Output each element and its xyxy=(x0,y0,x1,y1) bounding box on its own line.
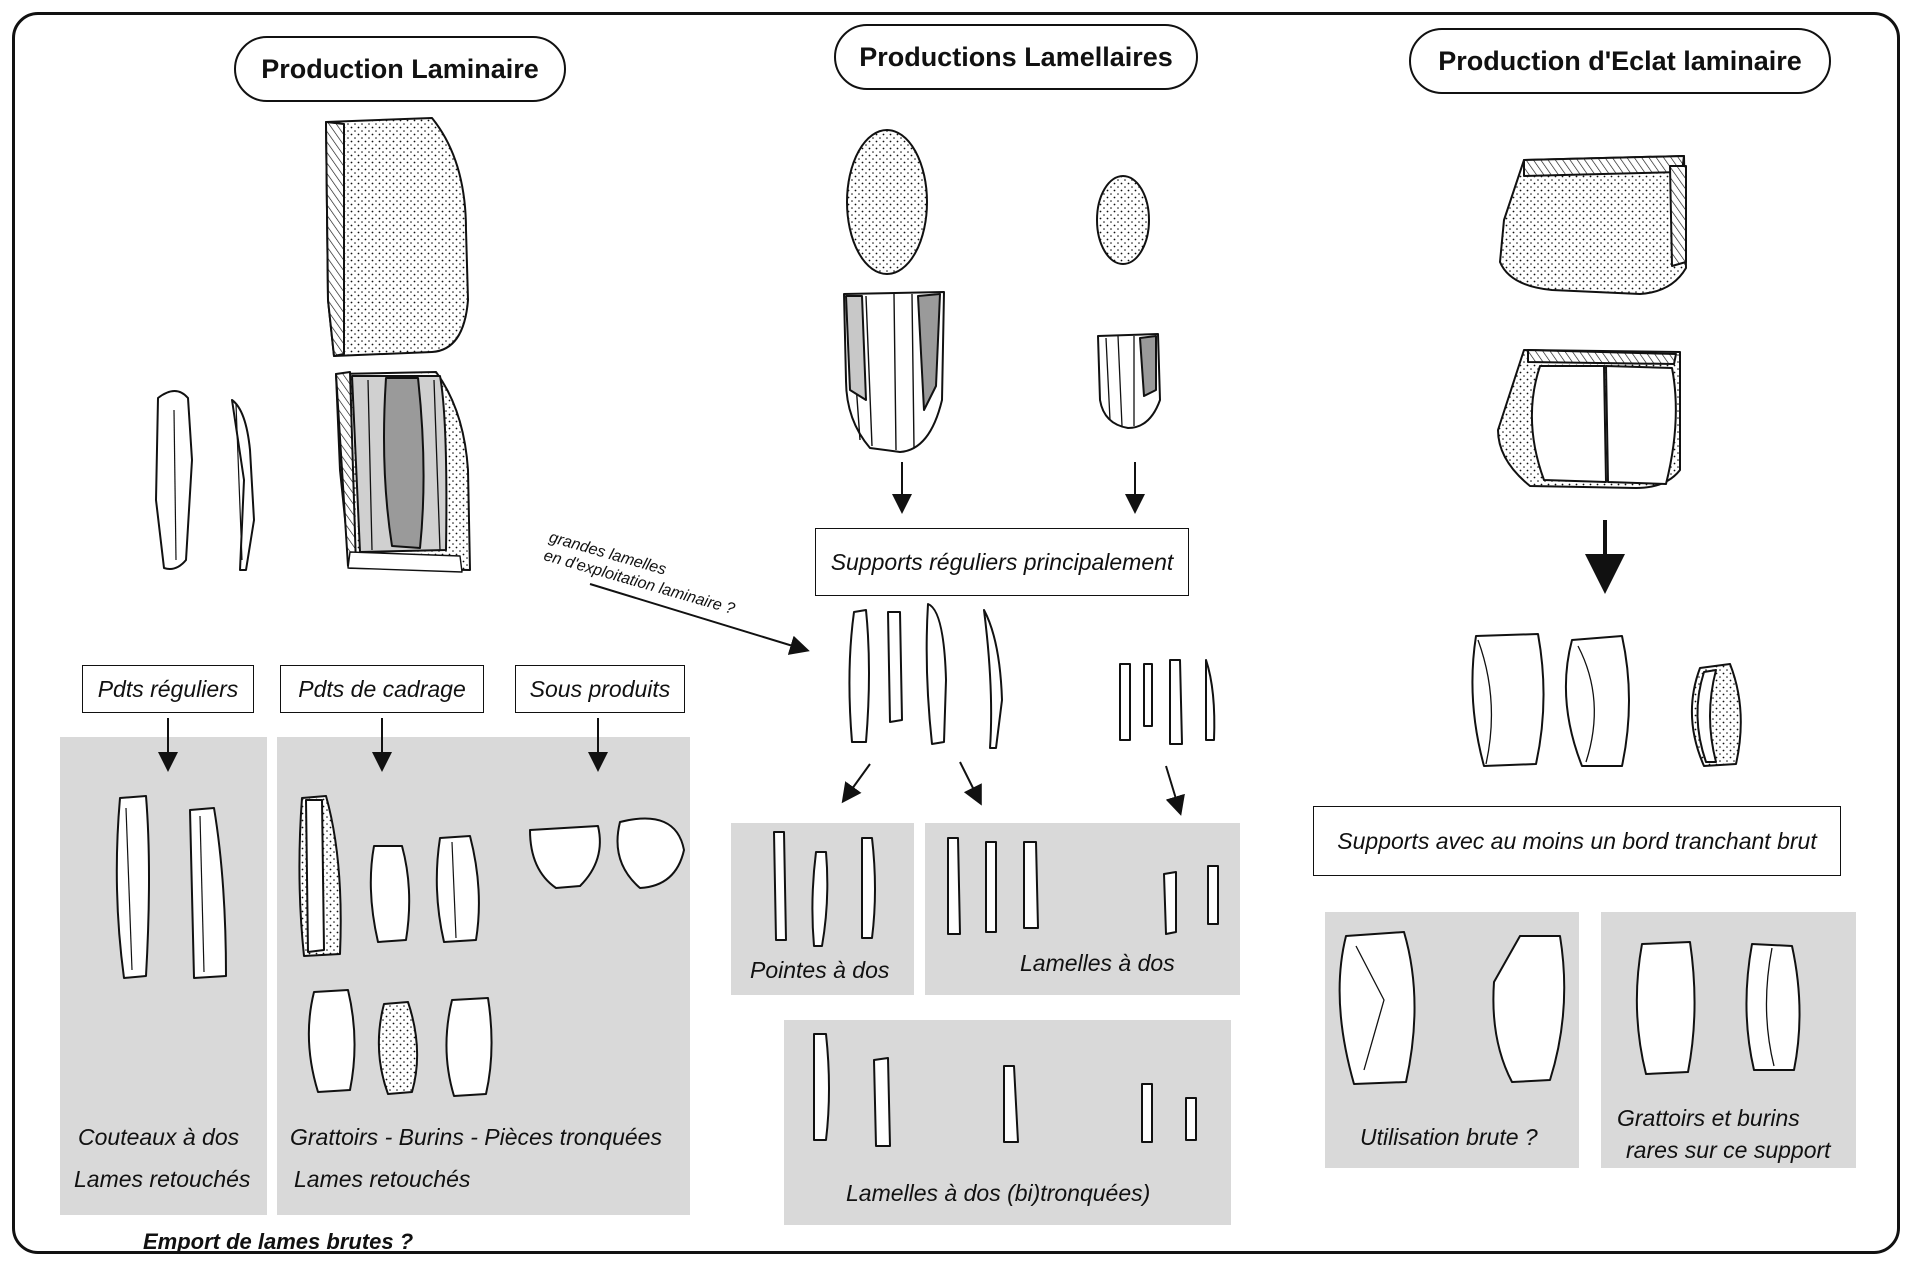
label-lamelles: Lamelles à dos xyxy=(1020,950,1175,977)
box-supports-tranchant: Supports avec au moins un bord tranchant… xyxy=(1313,806,1841,876)
title-laminaire: Production Laminaire xyxy=(234,36,566,102)
label-pointes: Pointes à dos xyxy=(750,957,889,984)
label-utilisation: Utilisation brute ? xyxy=(1360,1124,1538,1151)
box-sous-produits: Sous produits xyxy=(515,665,685,713)
label-lames-1: Lames retouchés xyxy=(74,1166,250,1193)
label-grattoirs-burins: Grattoirs - Burins - Pièces tronquées xyxy=(290,1124,662,1151)
box-pdts-cadrage: Pdts de cadrage xyxy=(280,665,484,713)
label-grattoirs-rares-2: rares sur ce support xyxy=(1626,1137,1831,1164)
label-bitronquees: Lamelles à dos (bi)tronquées) xyxy=(846,1180,1150,1207)
box-pdts-reguliers: Pdts réguliers xyxy=(82,665,254,713)
label-emport: Emport de lames brutes ? xyxy=(143,1229,413,1255)
label-couteaux: Couteaux à dos xyxy=(78,1124,239,1151)
box-supports-reguliers: Supports réguliers principalement xyxy=(815,528,1189,596)
title-lamellaires: Productions Lamellaires xyxy=(834,24,1198,90)
label-grattoirs-rares-1: Grattoirs et burins xyxy=(1617,1105,1800,1132)
label-lames-2: Lames retouchés xyxy=(294,1166,470,1193)
title-eclat: Production d'Eclat laminaire xyxy=(1409,28,1831,94)
